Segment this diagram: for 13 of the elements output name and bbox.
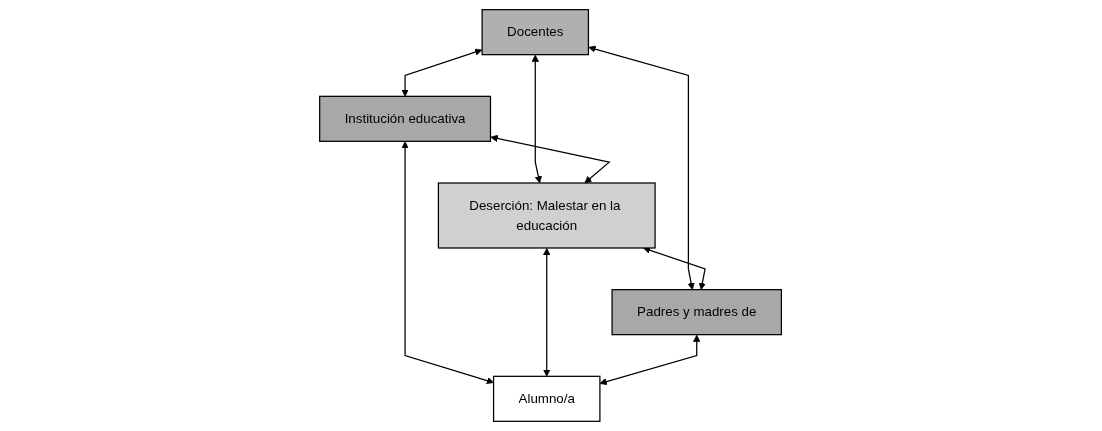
node-box: Deserción: Malestar en la educación bbox=[438, 182, 657, 249]
arrow bbox=[600, 334, 701, 386]
arrow bbox=[490, 134, 612, 184]
arrow bbox=[588, 45, 696, 290]
arrow bbox=[643, 246, 707, 290]
arrow bbox=[401, 141, 495, 385]
node-box: Padres y madres de bbox=[611, 289, 783, 336]
node-box: Alumno/a bbox=[493, 375, 601, 422]
arrow bbox=[532, 54, 543, 184]
node-box: Institución educativa bbox=[319, 95, 492, 142]
arrow bbox=[543, 248, 551, 377]
node-box: Docentes bbox=[481, 9, 590, 56]
arrow bbox=[401, 48, 483, 97]
